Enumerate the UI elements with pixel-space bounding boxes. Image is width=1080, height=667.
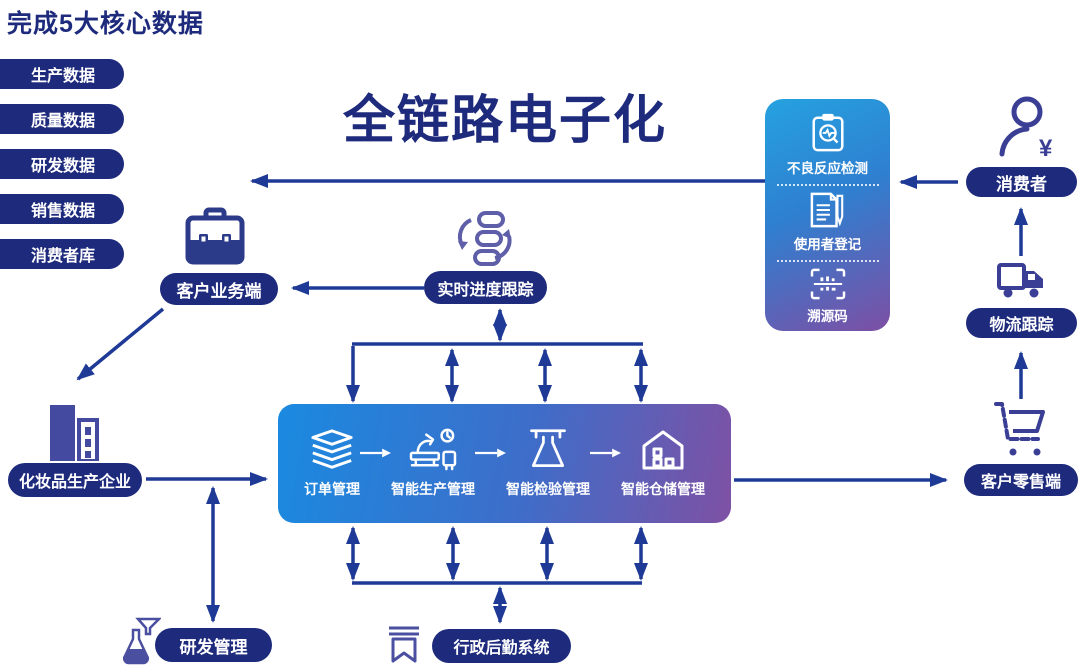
node-client-retail: 客户零售端: [964, 464, 1078, 496]
panel-divider: [776, 184, 879, 186]
robot-arm-icon: [409, 428, 457, 471]
shopping-cart-icon: [994, 402, 1045, 456]
module-order-management: 订单管理: [304, 428, 360, 499]
sync-flow-icon: [457, 211, 512, 266]
process-box: 订单管理 智能生产管理: [278, 404, 731, 523]
factory-building-icon: [50, 405, 99, 461]
person-yuan-icon: ¥: [999, 96, 1053, 158]
flow-arrow-icon: [360, 448, 391, 457]
module-label: 智能生产管理: [391, 481, 475, 497]
main-title: 全链路电子化: [342, 92, 667, 150]
module-inspection-management: 智能检验管理: [506, 428, 590, 499]
qr-scan-icon: [810, 268, 845, 300]
module-label: 智能检验管理: [506, 481, 590, 497]
node-client-business: 客户业务端: [160, 273, 278, 305]
node-consumer: 消费者: [966, 167, 1077, 197]
node-realtime-tracking: 实时进度跟踪: [424, 271, 547, 304]
consumer-feedback-panel: 不良反应检测 使用者登记 溯源码: [765, 99, 890, 331]
warehouse-icon: [642, 430, 684, 470]
briefcase-icon: [185, 207, 245, 265]
badge-production-data: 生产数据: [0, 59, 124, 89]
bookmark-icon: [389, 626, 419, 663]
truck-icon: [997, 263, 1043, 298]
flow-arrow-icon: [590, 448, 621, 457]
node-logistics-tracking: 物流跟踪: [966, 308, 1077, 338]
panel-item-label: 不良反应检测: [787, 161, 868, 176]
module-label: 智能仓储管理: [621, 481, 705, 497]
node-cosmetics-manufacturer: 化妆品生产企业: [8, 463, 142, 497]
panel-divider: [776, 260, 879, 262]
flask-stand-icon: [530, 429, 566, 467]
badge-sales-data: 销售数据: [0, 194, 124, 224]
layers-icon: [311, 429, 353, 469]
module-warehouse-management: 智能仓储管理: [621, 428, 705, 499]
module-production-management: 智能生产管理: [391, 428, 475, 499]
document-pen-icon: [810, 192, 843, 228]
clipboard-search-icon: [811, 113, 844, 152]
lab-flask-icon: [123, 617, 161, 665]
badge-rd-data: 研发数据: [0, 149, 124, 179]
badge-consumer-db: 消费者库: [0, 239, 124, 269]
svg-text:¥: ¥: [1039, 135, 1053, 158]
node-rd-management: 研发管理: [155, 628, 272, 662]
node-admin-logistics: 行政后勤系统: [432, 629, 571, 663]
badge-quality-data: 质量数据: [0, 104, 124, 134]
arrow-client-business-to-manufacturer: [76, 307, 165, 381]
flow-arrow-icon: [475, 448, 506, 457]
panel-item-label: 使用者登记: [793, 237, 862, 252]
module-label: 订单管理: [304, 481, 360, 497]
panel-item-label: 溯源码: [807, 309, 848, 324]
page-title: 完成5大核心数据: [7, 10, 204, 38]
